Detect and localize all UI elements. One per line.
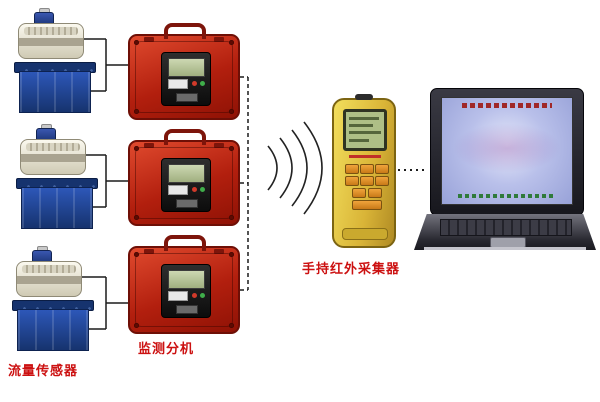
flow-sensor-body [16, 261, 82, 297]
keypad-button [375, 164, 389, 174]
corner-screw [134, 109, 139, 114]
case-seam [135, 253, 233, 327]
screen-title-text [462, 103, 552, 108]
lcd-text-row [349, 139, 369, 142]
panel-sticker [168, 79, 188, 89]
sensor-band [21, 154, 85, 162]
sensor-band [19, 38, 83, 46]
corner-screw [229, 146, 234, 151]
red-led [192, 187, 197, 192]
flow-sensor-body [20, 139, 86, 175]
case-handle [164, 235, 206, 251]
sensor-ribs [22, 265, 76, 273]
sensor-band [17, 276, 81, 284]
sensor-ribs [26, 143, 80, 151]
case-control-panel [161, 264, 211, 318]
tank-body [19, 71, 91, 113]
case-handle [164, 23, 206, 39]
keypad-button [368, 188, 382, 198]
corner-screw [134, 252, 139, 257]
corner-screw [229, 40, 234, 45]
handheld-collector [332, 94, 396, 248]
case-latch [144, 143, 154, 148]
case-latch [214, 143, 224, 148]
panel-connector [176, 93, 198, 102]
case-bus-dashed-line [240, 76, 249, 291]
infrared-window [355, 94, 373, 100]
corner-screw [134, 40, 139, 45]
monitor-case-2 [128, 129, 240, 226]
keypad-button [360, 176, 374, 186]
lcd-text-row [349, 117, 379, 120]
handheld-lcd [343, 109, 387, 151]
corner-screw [229, 323, 234, 328]
panel-connector [176, 305, 198, 314]
lcd-text-row [349, 124, 373, 127]
monitor-case-1 [128, 23, 240, 120]
panel-sticker [168, 291, 188, 301]
flow-sensor-group-2 [16, 124, 108, 234]
sensor-ribs [24, 27, 78, 35]
panel-connector [176, 199, 198, 208]
case-control-panel [161, 52, 211, 106]
handheld-brand-mark [349, 155, 381, 158]
screen-content-area [454, 124, 560, 172]
case-handle [164, 129, 206, 145]
corner-screw [134, 146, 139, 151]
green-led [200, 187, 205, 192]
keypad-button [352, 188, 366, 198]
case-seam [135, 147, 233, 219]
panel-sticker [168, 185, 188, 195]
corner-screw [229, 252, 234, 257]
tank-body [21, 187, 93, 229]
flow-sensor-body [18, 23, 84, 59]
corner-screw [134, 323, 139, 328]
case-latch [144, 249, 154, 254]
flow-sensor-group-3 [12, 246, 104, 356]
tank-body [17, 309, 89, 351]
panel-display [168, 58, 205, 77]
screen-footer-text [458, 194, 556, 198]
corner-screw [134, 215, 139, 220]
wireless-signal-arcs [267, 121, 323, 215]
green-led [200, 81, 205, 86]
corner-screw [229, 109, 234, 114]
green-led [200, 293, 205, 298]
laptop-screen-frame [430, 88, 584, 216]
red-led [192, 81, 197, 86]
corner-screw [229, 215, 234, 220]
laptop-front-edge [424, 247, 586, 250]
keypad-button [360, 164, 374, 174]
monitor-case-3 [128, 235, 240, 334]
case-control-panel [161, 158, 211, 212]
red-led [192, 293, 197, 298]
handheld-base-cap [342, 228, 388, 240]
keypad-button [345, 176, 359, 186]
laptop [414, 88, 596, 252]
case-latch [144, 37, 154, 42]
label-flow-sensor: 流量传感器 [8, 363, 79, 378]
case-latch [214, 37, 224, 42]
label-handheld-collector: 手持红外采集器 [302, 261, 401, 276]
handheld-keypad [343, 164, 389, 214]
panel-display [168, 164, 205, 183]
laptop-keyboard [440, 219, 572, 236]
label-monitor-unit: 监测分机 [138, 341, 195, 356]
laptop-display [441, 97, 573, 205]
panel-display [168, 270, 205, 289]
keypad-button [345, 164, 359, 174]
case-latch [214, 249, 224, 254]
case-seam [135, 41, 233, 113]
keypad-button-wide [352, 200, 382, 210]
keypad-button [375, 176, 389, 186]
flow-sensor-group-1 [14, 8, 106, 118]
lcd-text-row [349, 131, 381, 134]
